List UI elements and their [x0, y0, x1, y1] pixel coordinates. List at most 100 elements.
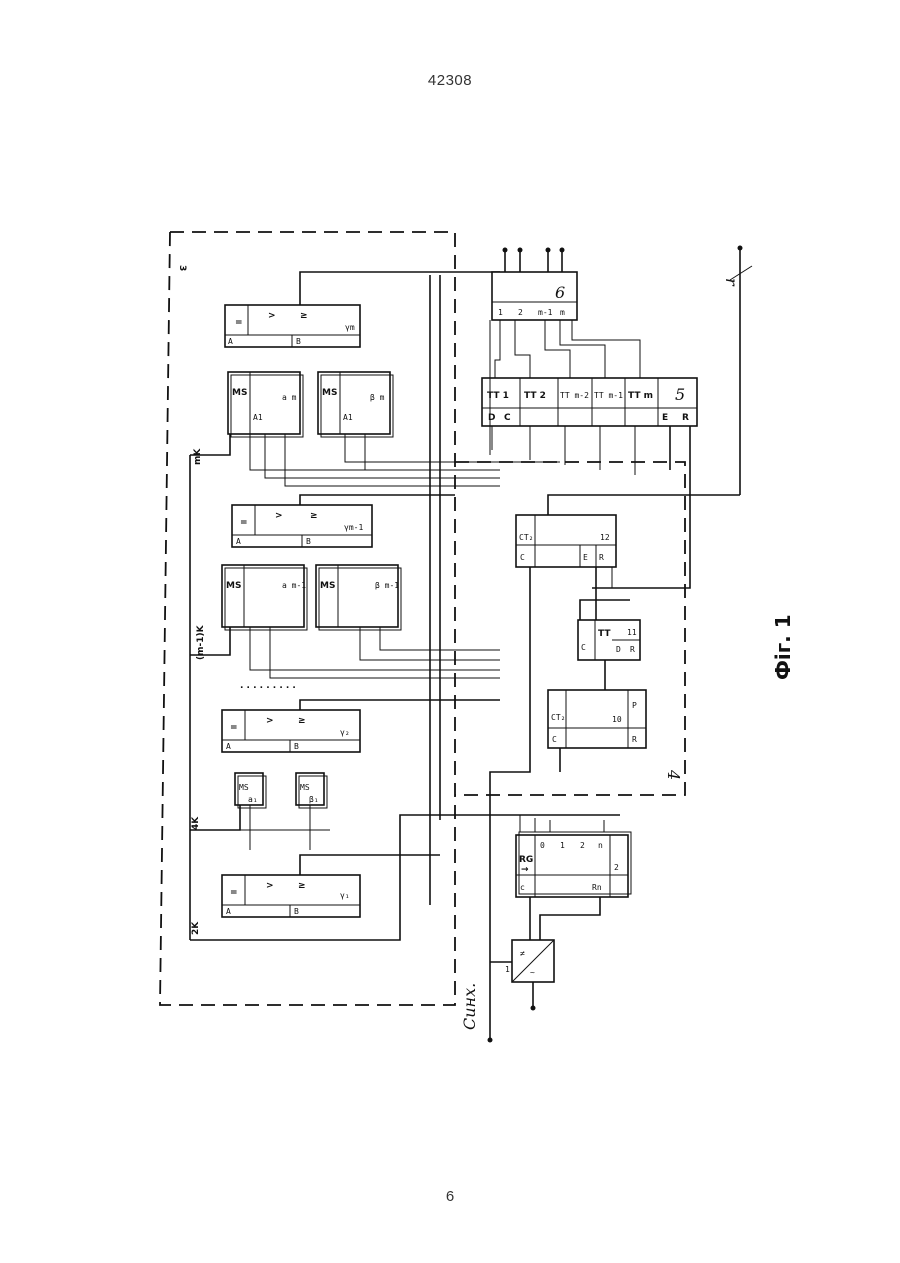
svg-text:γm-1: γm-1 [344, 523, 363, 532]
svg-text:MS: MS [226, 581, 241, 591]
svg-text:11: 11 [627, 628, 637, 637]
block-4-label: 4 [664, 769, 683, 780]
svg-text:2: 2 [518, 308, 523, 317]
comparator-second: = > ≥ A B γm-1 [232, 505, 372, 547]
comparator-top: = > ≥ A B γm [225, 305, 360, 347]
svg-text:=: = [240, 518, 248, 528]
svg-text:TT m-2: TT m-2 [560, 391, 589, 400]
svg-text:C: C [504, 413, 511, 423]
svg-text:>: > [268, 311, 276, 321]
trigger-11: TT C D R 11 [578, 620, 640, 660]
mux-bottom-right: MS β₁ [296, 773, 327, 808]
mux-top-left: MS a m A1 [228, 372, 303, 437]
page-number-bottom: 6 [0, 1188, 900, 1205]
svg-text:c: c [520, 883, 525, 892]
svg-text:TT: TT [598, 629, 611, 639]
svg-text:TT 2: TT 2 [524, 391, 546, 401]
counter-10: CT₂ C R P 10 [548, 690, 646, 748]
svg-text:B: B [296, 337, 301, 346]
svg-text:A: A [228, 337, 233, 346]
svg-text:=: = [230, 888, 238, 898]
svg-text:E: E [583, 553, 588, 562]
svg-text:1: 1 [505, 965, 510, 974]
svg-text:B: B [294, 907, 299, 916]
svg-text:A1: A1 [253, 413, 263, 422]
svg-text:=: = [235, 318, 243, 328]
svg-text:MS: MS [300, 783, 310, 792]
svg-text:→: → [521, 865, 529, 875]
svg-text:12: 12 [600, 533, 610, 542]
svg-text:>: > [266, 716, 274, 726]
svg-text:γ₁: γ₁ [340, 891, 350, 900]
svg-text:P: P [632, 701, 637, 710]
svg-text:A: A [236, 537, 241, 546]
svg-text:m: m [560, 308, 565, 317]
svg-text:A: A [226, 742, 231, 751]
svg-text:R: R [599, 553, 604, 562]
svg-text:a m-1: a m-1 [282, 581, 306, 590]
svg-text:CT₂: CT₂ [551, 713, 565, 722]
svg-text:2: 2 [614, 863, 619, 872]
comparator-third: = > ≥ A B γ₂ [222, 710, 360, 752]
svg-text:TT m-1: TT m-1 [594, 391, 623, 400]
row-label-mk: mK [193, 448, 203, 465]
svg-text:≥: ≥ [298, 716, 306, 726]
svg-text:B: B [294, 742, 299, 751]
svg-text:5: 5 [675, 385, 685, 404]
svg-text:C: C [520, 553, 525, 562]
svg-text:C: C [581, 643, 586, 652]
svg-text:R: R [632, 735, 637, 744]
svg-text:R: R [630, 645, 635, 654]
decoder-6: 6 1 2 m-1 m [492, 272, 577, 320]
ellipsis-dots: . . . . . . . . . [240, 681, 296, 691]
svg-text:2: 2 [580, 841, 585, 850]
svg-text:A1: A1 [343, 413, 353, 422]
svg-text:TT m: TT m [628, 391, 653, 401]
sync-input-label: Синх. [460, 983, 479, 1030]
svg-text:MS: MS [232, 388, 247, 398]
svg-text:6: 6 [555, 283, 565, 302]
svg-text:m-1: m-1 [538, 308, 553, 317]
svg-text:≠: ≠ [520, 949, 525, 958]
svg-text:>: > [275, 511, 283, 521]
svg-text:MS: MS [322, 388, 337, 398]
svg-text:E: E [662, 413, 668, 423]
svg-text:~: ~ [530, 968, 535, 977]
svg-text:MS: MS [320, 581, 335, 591]
svg-text:D: D [488, 413, 495, 423]
svg-text:≥: ≥ [298, 881, 306, 891]
svg-text:=: = [230, 723, 238, 733]
svg-text:≥: ≥ [300, 311, 308, 321]
svg-text:γm: γm [345, 323, 355, 332]
output-label-r: r [722, 278, 741, 287]
svg-text:Rn: Rn [592, 883, 602, 892]
svg-text:B: B [306, 537, 311, 546]
svg-text:β m-1: β m-1 [375, 581, 399, 590]
row-label-4k: 4K [191, 816, 201, 830]
svg-text:≥: ≥ [310, 511, 318, 521]
row-label-2k: 2K [191, 921, 201, 935]
figure-caption: Фіг. 1 [771, 614, 795, 680]
svg-text:γ₂: γ₂ [340, 728, 350, 737]
svg-text:n: n [598, 841, 603, 850]
svg-text:10: 10 [612, 715, 622, 724]
counter-12: CT₂ C E R 12 [516, 515, 616, 567]
block-3-label: 3 [177, 265, 187, 271]
svg-text:a₁: a₁ [248, 795, 258, 804]
svg-text:1: 1 [560, 841, 565, 850]
svg-text:RG: RG [519, 855, 533, 865]
svg-text:β m: β m [370, 393, 385, 402]
svg-text:R: R [682, 413, 689, 423]
svg-text:0: 0 [540, 841, 545, 850]
svg-text:D: D [616, 645, 621, 654]
mux-top-right: MS β m A1 [318, 372, 393, 437]
schmitt-trigger-1: ≠ ~ 1 [505, 940, 554, 982]
comparator-bottom: = > ≥ A B γ₁ [222, 875, 360, 917]
mux-second-left: MS a m-1 [222, 565, 307, 630]
svg-text:1: 1 [498, 308, 503, 317]
register-2: RG → c 2 0 1 2 n Rn [516, 832, 631, 897]
svg-text:C: C [552, 735, 557, 744]
mux-second-right: MS β m-1 [316, 565, 401, 630]
